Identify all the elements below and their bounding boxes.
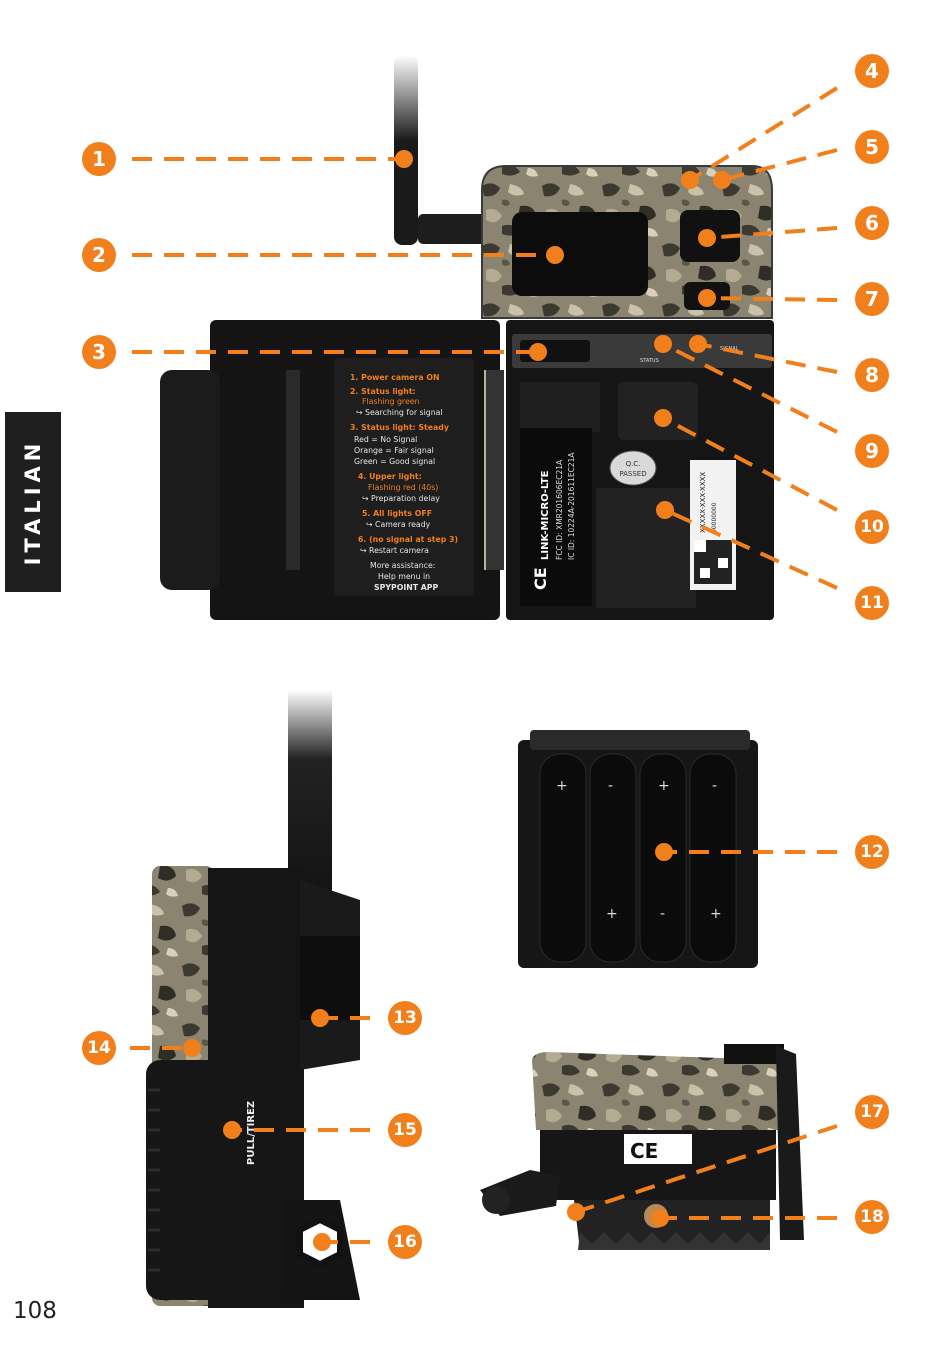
door-line: More assistance: [370,561,435,570]
callout-badge-13: 13 [388,1001,422,1035]
callout-badge-1: 1 [82,142,116,176]
svg-text:-: - [712,778,717,794]
fcc-id: FCC ID: XMR201606EC21A [555,459,564,560]
pull-label: PULL/TIREZ [246,1101,257,1165]
callout-badge-10: 10 [855,510,889,544]
serial-number: XXXXX-XXX-XXXX [699,472,707,533]
battery-tray: + - + - + - + [518,730,758,968]
callout-lines [130,86,839,1244]
bottom-view: CE [480,1044,804,1250]
serial-sub: 00000000 [711,502,718,533]
pull-latch [146,1060,282,1300]
door-line: ↪ Restart camera [360,546,429,555]
callout-badge-17: 17 [855,1095,889,1129]
door-line: Help menu in [378,572,430,581]
door-line: 1. Power camera ON [350,373,440,382]
side-view: PULL/TIREZ [146,690,360,1308]
compartment-text: LINK-MICRO-LTE FCC ID: XMR201606EC21A IC… [531,346,739,590]
svg-text:+: + [658,778,670,794]
door-line: ↪ Camera ready [366,520,431,529]
door-line: Green = Good signal [354,457,435,466]
door-line: Orange = Fair signal [354,446,434,455]
ce-mark: CE [531,567,550,590]
svg-text:+: + [606,906,618,922]
door-instruction-label [334,358,474,596]
callout-badge-12: 12 [855,835,889,869]
svg-text:-: - [660,906,665,922]
door-line: 5. All lights OFF [362,509,432,518]
door-line: 6. (no signal at step 3) [358,535,458,544]
callout-badge-7: 7 [855,282,889,316]
qc-sticker [609,450,657,486]
language-tab: ITALIAN [5,412,61,592]
callout-badge-16: 16 [388,1225,422,1259]
status-label: STATUS [640,358,659,364]
door-line: SPYPOINT APP [374,583,439,592]
lens-window [512,212,648,296]
door-line: ↪ Preparation delay [362,494,440,503]
svg-text:-: - [608,778,613,794]
qc-line: Q.C. [626,460,641,468]
callout-badge-4: 4 [855,54,889,88]
door-line: Red = No Signal [354,435,417,444]
callout-badge-18: 18 [855,1200,889,1234]
callout-dots [183,150,731,1251]
svg-text:+: + [556,778,568,794]
page-number: 108 [13,1298,57,1324]
door-label-text: 1. Power camera ON 2. Status light: Flas… [350,373,458,592]
callout-badge-6: 6 [855,206,889,240]
door-line: 4. Upper light: [358,472,422,481]
bottom-ce-mark: CE [630,1139,658,1163]
door-line: 3. Status light: Steady [350,423,449,432]
callout-badge-5: 5 [855,130,889,164]
callout-badge-15: 15 [388,1113,422,1147]
door-line: ↪ Searching for signal [356,408,443,417]
model-plate [520,428,592,606]
model-name: LINK-MICRO-LTE [540,470,551,560]
callout-badge-14: 14 [82,1031,116,1065]
front-open-view [160,55,774,620]
svg-text:+: + [710,906,722,922]
callout-badge-3: 3 [82,335,116,369]
callout-badge-2: 2 [82,238,116,272]
callout-badge-8: 8 [855,358,889,392]
antenna [394,55,418,245]
callout-badge-11: 11 [855,586,889,620]
callout-badge-9: 9 [855,434,889,468]
door-line: 2. Status light: [350,387,416,396]
door-line: Flashing red (40s) [368,483,438,492]
ic-id: IC ID: 10224A-201611EC21A [567,452,576,560]
qc-line: PASSED [619,470,646,478]
door-line: Flashing green [362,397,420,406]
